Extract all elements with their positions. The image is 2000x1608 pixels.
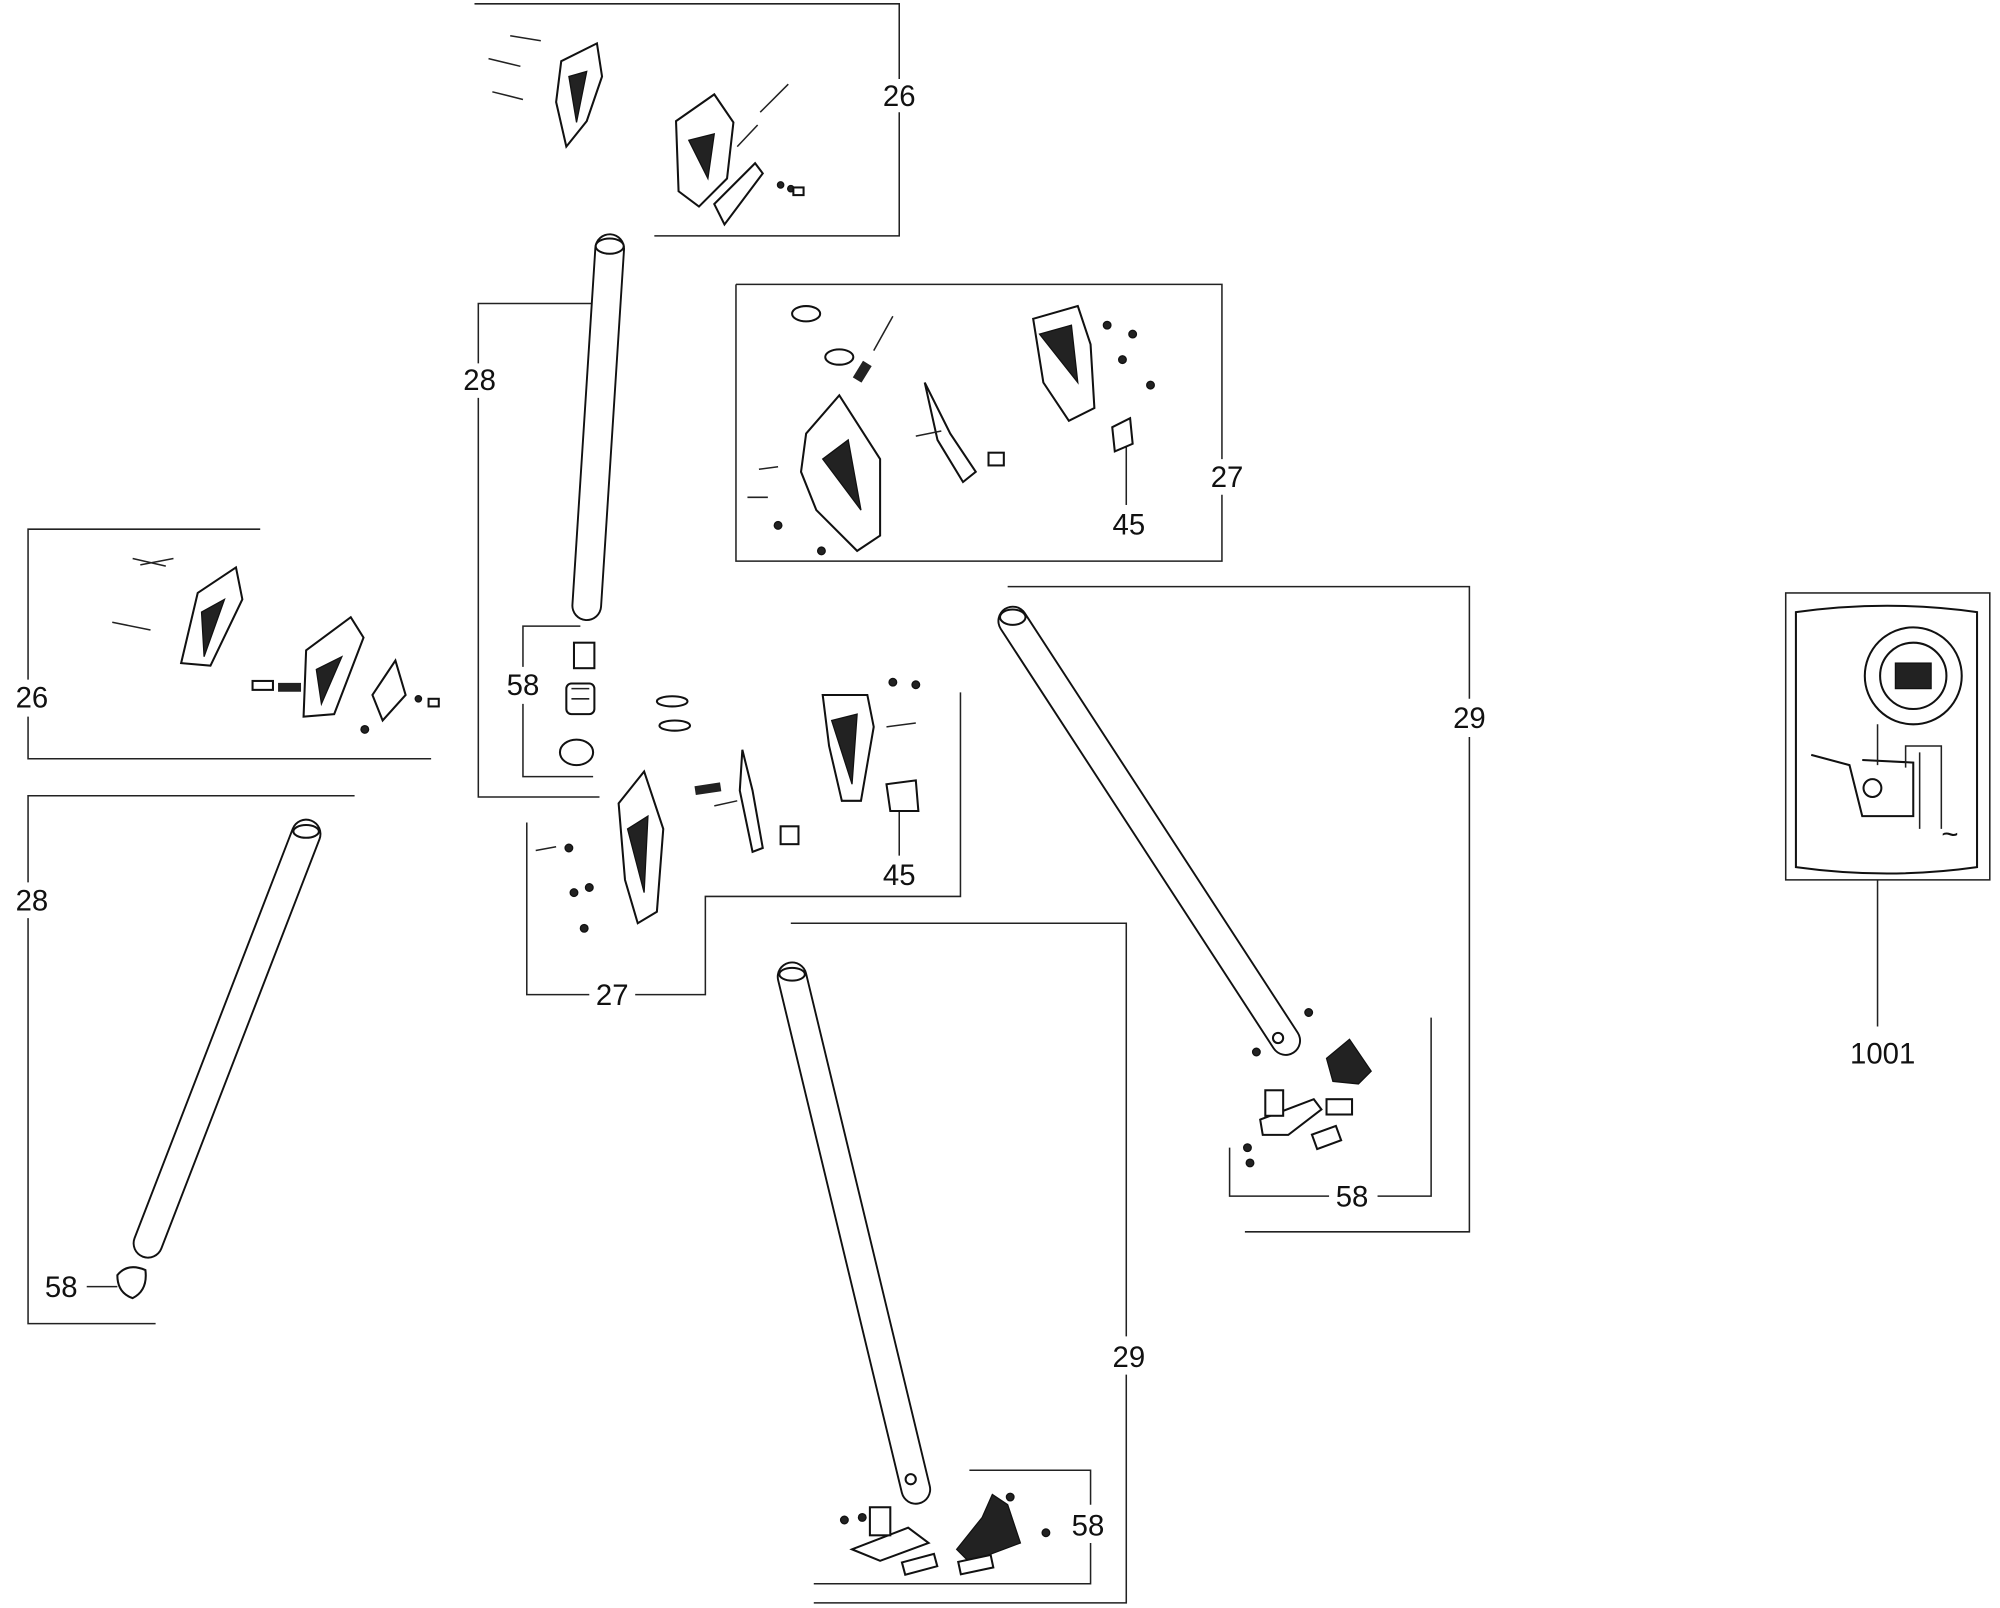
callout-45-top: 45 xyxy=(1113,508,1146,541)
callout-58-center: 58 xyxy=(507,669,540,702)
callout-27-middle: 27 xyxy=(596,979,629,1012)
callout-1001: 1001 xyxy=(1850,1038,1915,1071)
bracket-26-top-lower xyxy=(654,112,900,237)
ac-symbol: ~ xyxy=(1941,818,1958,851)
left-tube xyxy=(132,818,322,1259)
bracket-27-top xyxy=(735,283,1223,460)
callout-28-left: 28 xyxy=(16,884,49,917)
center-tube xyxy=(571,233,625,622)
bracket-58-right xyxy=(1228,1147,1330,1197)
callout-58-right: 58 xyxy=(1336,1180,1369,1213)
tubes xyxy=(132,233,1302,1505)
bracket-58-center-lower xyxy=(522,703,594,778)
bracket-28-left-lower xyxy=(27,918,156,1325)
callout-58-left: 58 xyxy=(45,1271,78,1304)
callout-28-center: 28 xyxy=(463,364,496,397)
bracket-28-center xyxy=(477,302,594,364)
callout-27-top: 27 xyxy=(1211,461,1244,494)
bracket-58-bottom xyxy=(969,1469,1092,1505)
bracket-28-center-lower xyxy=(477,397,600,798)
bracket-26-left xyxy=(27,528,261,680)
right-leg-tube xyxy=(997,605,1302,1056)
bracket-29-bottom-lower xyxy=(813,1374,1128,1604)
bracket-26-top xyxy=(474,3,900,80)
middle-hinge-parts xyxy=(535,677,921,933)
group-brackets xyxy=(27,3,1991,1604)
bracket-29-right xyxy=(1007,585,1471,699)
callout-58-bottom: 58 xyxy=(1072,1509,1105,1542)
bracket-27-middle xyxy=(526,822,590,996)
right-foot-parts xyxy=(1242,1008,1372,1168)
bracket-58-bottom-lower xyxy=(813,1542,1092,1585)
top-hinge-parts xyxy=(747,304,1155,556)
bottom-leg-tube xyxy=(776,961,932,1505)
callout-26-left: 26 xyxy=(16,682,49,715)
callout-29-right: 29 xyxy=(1453,702,1486,735)
callout-45-middle: 45 xyxy=(883,859,916,892)
top-handle-parts xyxy=(488,34,805,227)
bracket-28-left xyxy=(27,794,355,883)
bracket-26-left-lower xyxy=(27,716,432,760)
bracket-27-middle-right xyxy=(635,692,962,996)
left-handle-parts xyxy=(112,557,440,734)
callout-29-bottom: 29 xyxy=(1113,1341,1146,1374)
bracket-29-bottom xyxy=(790,922,1128,1337)
bracket-58-center xyxy=(522,625,581,667)
callout-labels: 26 28 27 45 58 26 28 58 45 27 29 58 29 5… xyxy=(16,80,1916,1542)
callout-26-top: 26 xyxy=(883,80,916,113)
wiring-inset: ~ xyxy=(1794,604,1979,875)
bottom-foot-parts xyxy=(839,1492,1051,1577)
bracket-29-right-lower xyxy=(1244,737,1471,1233)
inset-1001-frame xyxy=(1784,592,1991,881)
bracket-58-right-lower xyxy=(1377,1017,1432,1197)
center-cap-parts xyxy=(558,641,596,767)
left-end-cap xyxy=(116,1266,147,1300)
bracket-27-top-lower xyxy=(735,284,1223,562)
parts: ~ xyxy=(112,34,1979,1577)
